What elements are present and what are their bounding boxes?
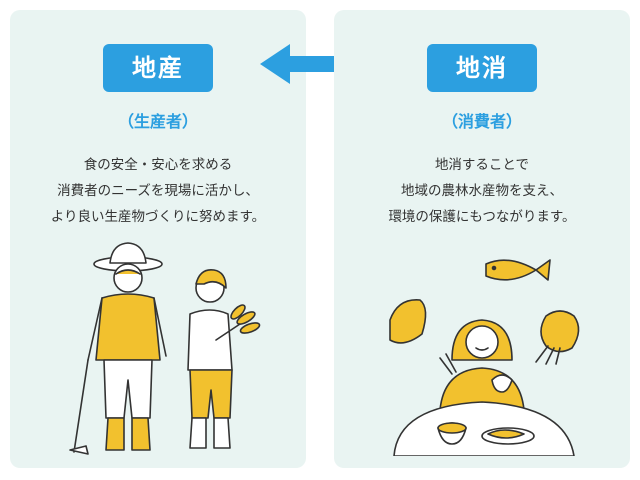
- consumption-desc-line-3: 環境の保護にもつながります。: [388, 209, 576, 225]
- consumption-panel: 地消 （消費者） 地消することで 地域の農林水産物を支え、 環境の保護にもつなが…: [334, 10, 630, 468]
- consumption-desc-line-1: 地消することで: [434, 157, 530, 173]
- production-desc-line-2: 消費者のニーズを現場に活かし、: [57, 183, 259, 199]
- consumer-label: （消費者）: [441, 112, 522, 131]
- producer-label: （生産者）: [117, 112, 198, 131]
- production-description: 食の安全・安心を求める 消費者のニーズを現場に活かし、 より良い生産物づくりに努…: [10, 152, 306, 230]
- consumer-illustration: [389, 259, 580, 456]
- production-desc-line-1: 食の安全・安心を求める: [83, 157, 233, 173]
- consumption-description: 地消することで 地域の農林水産物を支え、 環境の保護にもつながります。: [334, 152, 630, 230]
- production-panel: 地産 （生産者） 食の安全・安心を求める 消費者のニーズを現場に活かし、 より良…: [10, 10, 306, 468]
- consumption-desc-line-2: 地域の農林水産物を支え、: [401, 183, 563, 199]
- consumption-title: 地消: [427, 44, 537, 92]
- bread-icon: [389, 299, 427, 344]
- production-desc-line-3: より良い生産物づくりに努めます。: [50, 209, 266, 225]
- production-title: 地産: [103, 44, 213, 92]
- vegetable-icon: [535, 310, 580, 365]
- farmers-illustration: [69, 242, 261, 455]
- fish-icon: [485, 259, 551, 281]
